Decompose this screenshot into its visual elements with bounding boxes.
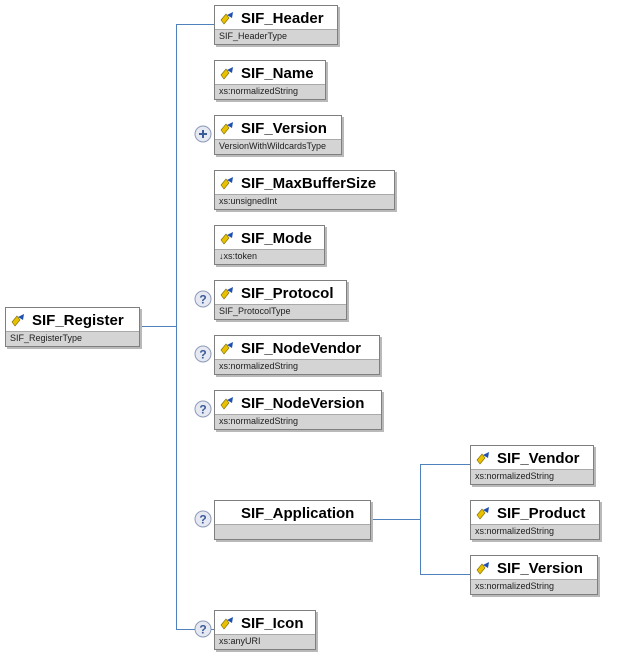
connector-app-trunk — [420, 464, 421, 575]
element-icon — [476, 452, 489, 465]
element-sif-header[interactable]: SIF_Header SIF_HeaderType — [214, 5, 338, 45]
connector-header — [176, 24, 214, 25]
question-icon[interactable]: ? — [194, 620, 212, 638]
element-icon — [220, 232, 233, 245]
element-name: SIF_Icon — [241, 615, 304, 632]
element-sif-nodeversion[interactable]: SIF_NodeVersion xs:normalizedString — [214, 390, 382, 430]
element-sif-register[interactable]: SIF_Register SIF_RegisterType — [5, 307, 140, 347]
svg-text:?: ? — [199, 623, 206, 637]
element-type: xs:normalizedString — [471, 579, 597, 594]
element-sif-icon[interactable]: SIF_Icon xs:anyURI — [214, 610, 316, 650]
element-name: SIF_MaxBufferSize — [241, 175, 377, 192]
element-sif-name[interactable]: SIF_Name xs:normalizedString — [214, 60, 326, 100]
element-name: SIF_Application — [241, 505, 355, 522]
element-name: SIF_Vendor — [497, 450, 580, 467]
connector-app-stub — [371, 519, 421, 520]
svg-text:?: ? — [199, 403, 206, 417]
element-type: ↓xs:token — [215, 249, 324, 264]
element-type: xs:normalizedString — [215, 414, 381, 429]
element-type: xs:normalizedString — [215, 84, 325, 99]
connector-root-stub — [140, 326, 177, 327]
element-name: SIF_Mode — [241, 230, 312, 247]
element-type: SIF_ProtocolType — [215, 304, 346, 319]
question-icon[interactable]: ? — [194, 345, 212, 363]
element-icon — [220, 287, 233, 300]
element-sif-version[interactable]: SIF_Version VersionWithWildcardsType — [214, 115, 342, 155]
element-type: xs:normalizedString — [471, 469, 593, 484]
element-icon — [220, 122, 233, 135]
element-name: SIF_Header — [241, 10, 324, 27]
element-icon — [476, 562, 489, 575]
element-type — [215, 524, 370, 539]
element-icon — [220, 177, 233, 190]
element-type: xs:anyURI — [215, 634, 315, 649]
element-icon — [220, 397, 233, 410]
question-icon[interactable]: ? — [194, 400, 212, 418]
element-sif-app-version[interactable]: SIF_Version xs:normalizedString — [470, 555, 598, 595]
element-sif-maxbuffersize[interactable]: SIF_MaxBufferSize xs:unsignedInt — [214, 170, 395, 210]
element-type: SIF_RegisterType — [6, 331, 139, 346]
element-sif-protocol[interactable]: SIF_Protocol SIF_ProtocolType — [214, 280, 347, 320]
element-type: xs:normalizedString — [215, 359, 379, 374]
element-sif-application[interactable]: SIF_Application — [214, 500, 371, 540]
svg-text:?: ? — [199, 293, 206, 307]
element-icon — [220, 67, 233, 80]
element-type: xs:unsignedInt — [215, 194, 394, 209]
question-icon[interactable]: ? — [194, 290, 212, 308]
element-name: SIF_Version — [241, 120, 327, 137]
element-icon — [11, 314, 24, 327]
element-type: xs:normalizedString — [471, 524, 599, 539]
connector-main-trunk — [176, 24, 177, 630]
element-name: SIF_Protocol — [241, 285, 334, 302]
element-icon — [220, 617, 233, 630]
element-type: VersionWithWildcardsType — [215, 139, 341, 154]
svg-text:?: ? — [199, 513, 206, 527]
element-name: SIF_Register — [32, 312, 124, 329]
element-type: SIF_HeaderType — [215, 29, 337, 44]
plus-icon[interactable] — [194, 125, 212, 143]
connector-vendor — [420, 464, 470, 465]
element-sif-nodevendor[interactable]: SIF_NodeVendor xs:normalizedString — [214, 335, 380, 375]
element-name: SIF_NodeVersion — [241, 395, 365, 412]
element-name: SIF_NodeVendor — [241, 340, 362, 357]
element-sif-vendor[interactable]: SIF_Vendor xs:normalizedString — [470, 445, 594, 485]
element-sif-mode[interactable]: SIF_Mode ↓xs:token — [214, 225, 325, 265]
element-icon — [220, 12, 233, 25]
element-name: SIF_Product — [497, 505, 586, 522]
element-name: SIF_Name — [241, 65, 314, 82]
svg-text:?: ? — [199, 348, 206, 362]
element-icon — [220, 342, 233, 355]
element-name: SIF_Version — [497, 560, 583, 577]
connector-appversion — [420, 574, 470, 575]
element-sif-product[interactable]: SIF_Product xs:normalizedString — [470, 500, 600, 540]
element-icon — [476, 507, 489, 520]
question-icon[interactable]: ? — [194, 510, 212, 528]
